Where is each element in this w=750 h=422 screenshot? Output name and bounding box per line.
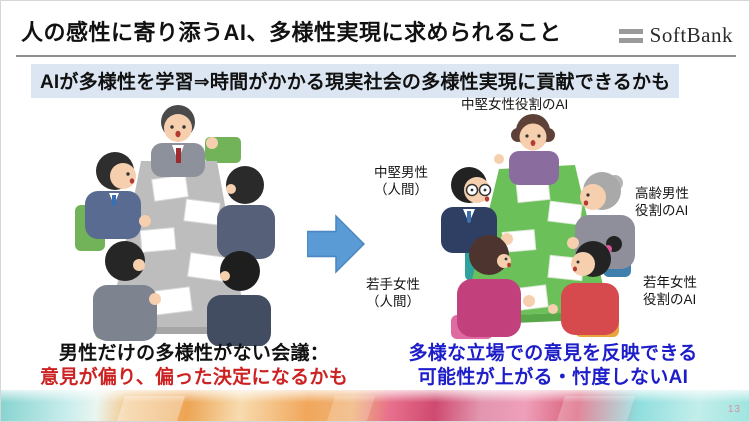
label-ai-middle-female: 中堅女性役割のAI — [461, 97, 569, 112]
page-number: 13 — [727, 404, 741, 415]
left-caption: 男性だけの多様性がない会議： 意見が偏り、偏った決定になるかも — [27, 342, 361, 390]
right-arrow-icon — [307, 214, 365, 274]
subtitle-highlight: AIが多様性を学習⇒時間がかかる現実社会の多様性実現に貢献できるかも — [31, 64, 680, 98]
softbank-logo-text: SoftBank — [649, 23, 733, 47]
softbank-logo: SoftBank — [618, 23, 733, 48]
label-line: 中堅男性 — [374, 165, 428, 180]
label-line: 若年女性 — [643, 275, 697, 290]
softbank-logo-bars-icon — [618, 28, 643, 43]
strip-highlight — [116, 396, 186, 421]
left-caption-line2: 意見が偏り、偏った決定になるかも — [39, 367, 349, 388]
label-ai-young-female: 若年女性 役割のAI — [643, 274, 697, 308]
label-human-middle-male: 中堅男性 （人間） — [369, 164, 433, 198]
decorative-bottom-strip — [1, 390, 749, 421]
right-caption-line2: 可能性が上がる・忖度しないAI — [417, 367, 689, 388]
label-line: 高齢男性 — [635, 186, 689, 201]
diverse-meeting-illustration — [441, 114, 635, 339]
right-caption: 多様な立場での意見を反映できる 可能性が上がる・忖度しないAI — [385, 342, 721, 390]
label-line: 若手女性 — [366, 277, 420, 292]
strip-highlight — [556, 396, 636, 421]
label-line: （人間） — [374, 182, 428, 197]
strip-highlight — [326, 396, 376, 421]
label-line: 役割のAI — [635, 203, 689, 218]
header-divider — [16, 55, 736, 57]
label-line: （人間） — [366, 294, 420, 309]
mens-meeting-illustration — [75, 105, 275, 346]
page-title: 人の感性に寄り添うAI、多様性実現に求められること — [21, 20, 562, 45]
right-caption-line1: 多様な立場での意見を反映できる — [408, 343, 698, 364]
left-caption-line1: 男性だけの多様性がない会議： — [58, 343, 330, 364]
label-human-young-female: 若手女性 （人間） — [359, 276, 427, 310]
label-ai-elderly-male: 高齢男性 役割のAI — [635, 185, 689, 219]
label-line: 役割のAI — [643, 292, 697, 307]
